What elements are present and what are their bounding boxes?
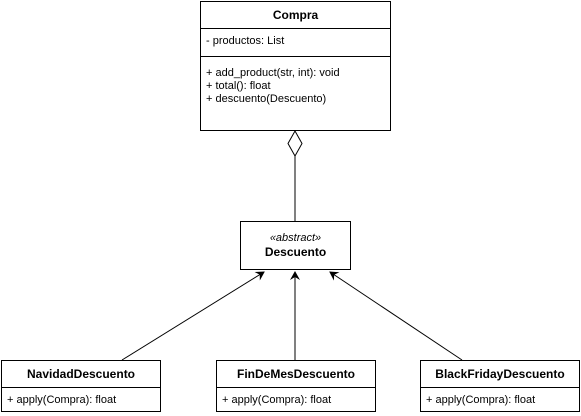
aggregation-diamond xyxy=(287,129,303,158)
methods-section: + apply(Compra): float xyxy=(217,388,375,410)
class-navidad-descuento[interactable]: NavidadDescuento + apply(Compra): float xyxy=(1,360,161,412)
class-name: NavidadDescuento xyxy=(2,361,160,388)
attributes-section: - productos: List xyxy=(201,29,390,57)
method-descuento: + descuento(Descuento) xyxy=(206,93,327,105)
methods-section: + apply(Compra): float xyxy=(2,388,160,410)
class-name: BlackFridayDescuento xyxy=(421,361,579,388)
class-name: Compra xyxy=(201,2,390,29)
class-findemes-descuento[interactable]: FinDeMesDescuento + apply(Compra): float xyxy=(216,360,376,412)
attribute-productos: - productos: List xyxy=(206,35,285,47)
stereotype-label: «abstract» xyxy=(269,232,322,244)
method-add-product: + add_product(str, int): void xyxy=(206,67,340,79)
method-total: + total(): float xyxy=(206,80,271,92)
class-blackfriday-descuento[interactable]: BlackFridayDescuento + apply(Compra): fl… xyxy=(420,360,580,412)
method-apply: + apply(Compra): float xyxy=(222,394,332,406)
class-compra[interactable]: Compra - productos: List + add_product(s… xyxy=(200,1,391,131)
methods-section: + apply(Compra): float xyxy=(421,388,579,410)
method-apply: + apply(Compra): float xyxy=(426,394,536,406)
inheritance-arrow-blackfriday xyxy=(329,271,463,361)
methods-section: + add_product(str, int): void + total():… xyxy=(201,57,390,109)
class-name: Descuento xyxy=(264,245,327,259)
class-name: FinDeMesDescuento xyxy=(217,361,375,388)
class-descuento[interactable]: «abstract» Descuento xyxy=(240,221,351,270)
method-apply: + apply(Compra): float xyxy=(7,394,117,406)
inheritance-arrow-navidad xyxy=(121,271,265,361)
